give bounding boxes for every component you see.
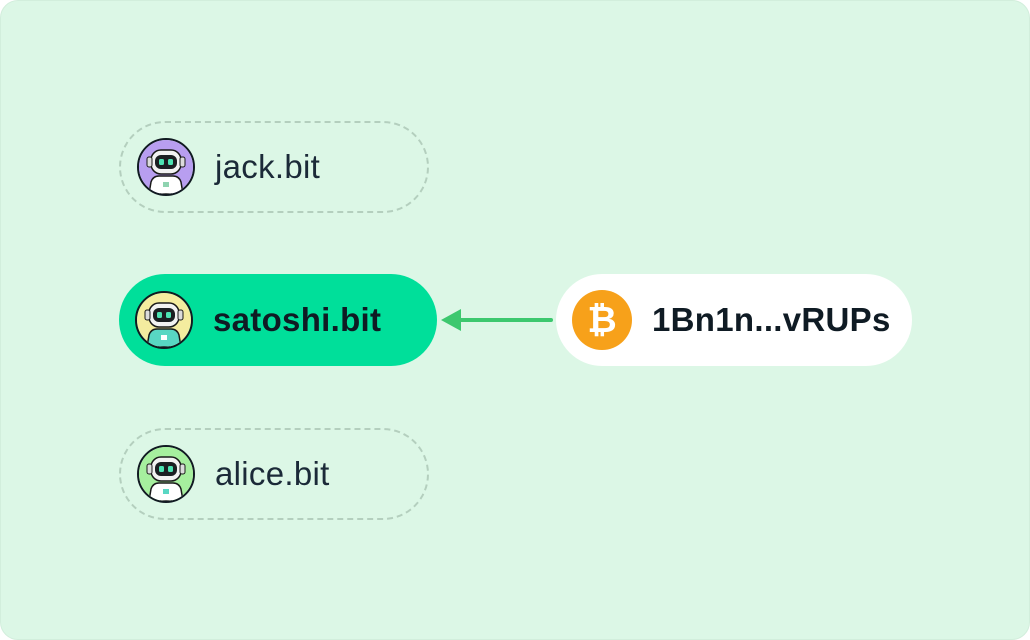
account-pill-alice[interactable]: alice.bit <box>119 428 429 520</box>
robot-avatar-icon <box>135 291 193 349</box>
robot-avatar-icon <box>137 445 195 503</box>
address-label: 1Bn1n...vRUPs <box>652 301 891 338</box>
account-pill-satoshi[interactable]: satoshi.bit <box>119 274 437 366</box>
account-name: satoshi.bit <box>213 301 382 338</box>
robot-avatar-icon <box>137 138 195 196</box>
account-pill-jack[interactable]: jack.bit <box>119 121 429 213</box>
account-name: jack.bit <box>215 148 321 185</box>
account-name: alice.bit <box>215 455 330 492</box>
arrow-left-icon <box>441 309 553 331</box>
address-pill[interactable]: ₿ 1Bn1n...vRUPs <box>556 274 912 366</box>
bitcoin-icon: ₿ <box>572 290 632 350</box>
